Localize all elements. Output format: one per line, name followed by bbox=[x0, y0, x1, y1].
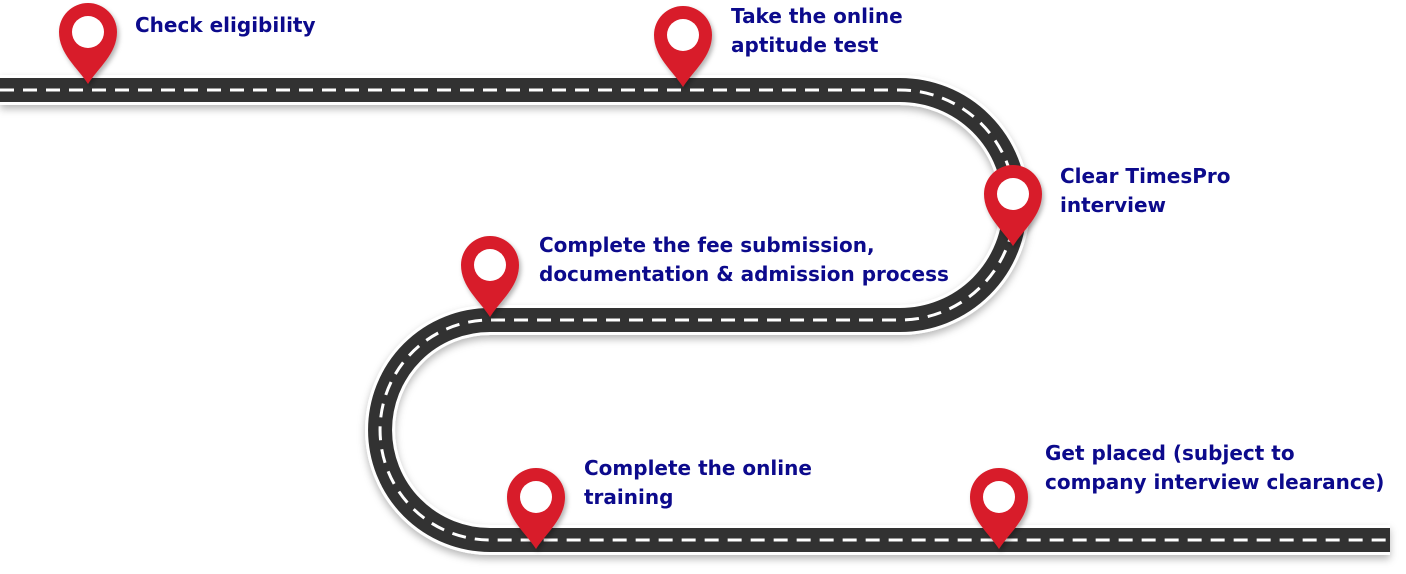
location-pin-icon bbox=[984, 165, 1042, 246]
step-label-aptitude-test: Take the online aptitude test bbox=[731, 2, 903, 60]
location-pin-icon bbox=[970, 468, 1028, 549]
step-label-line: Get placed (subject to bbox=[1045, 441, 1295, 465]
step-label-line: company interview clearance) bbox=[1045, 470, 1385, 494]
step-label-line: Complete the fee submission, bbox=[539, 233, 875, 257]
location-pin-icon bbox=[461, 236, 519, 317]
location-pin-icon bbox=[59, 3, 117, 84]
step-label-line: Take the online bbox=[731, 4, 903, 28]
road bbox=[0, 75, 1390, 555]
step-label-line: training bbox=[584, 485, 674, 509]
step-label-line: documentation & admission process bbox=[539, 262, 949, 286]
location-pin-icon bbox=[654, 6, 712, 87]
step-label-line: interview bbox=[1060, 193, 1167, 217]
step-label-line: aptitude test bbox=[731, 33, 879, 57]
step-label-get-placed: Get placed (subject to company interview… bbox=[1045, 439, 1384, 497]
step-label-line: Clear TimesPro bbox=[1060, 164, 1231, 188]
step-label-online-training: Complete the online training bbox=[584, 454, 812, 512]
step-label-line: Check eligibility bbox=[135, 13, 316, 37]
step-label-clear-interview: Clear TimesPro interview bbox=[1060, 162, 1231, 220]
road-surface bbox=[0, 78, 1390, 552]
step-label-line: Complete the online bbox=[584, 456, 812, 480]
step-label-fee-submission: Complete the fee submission, documentati… bbox=[539, 231, 949, 289]
pins bbox=[59, 3, 1042, 549]
location-pin-icon bbox=[507, 468, 565, 549]
step-label-check-eligibility: Check eligibility bbox=[135, 11, 316, 40]
